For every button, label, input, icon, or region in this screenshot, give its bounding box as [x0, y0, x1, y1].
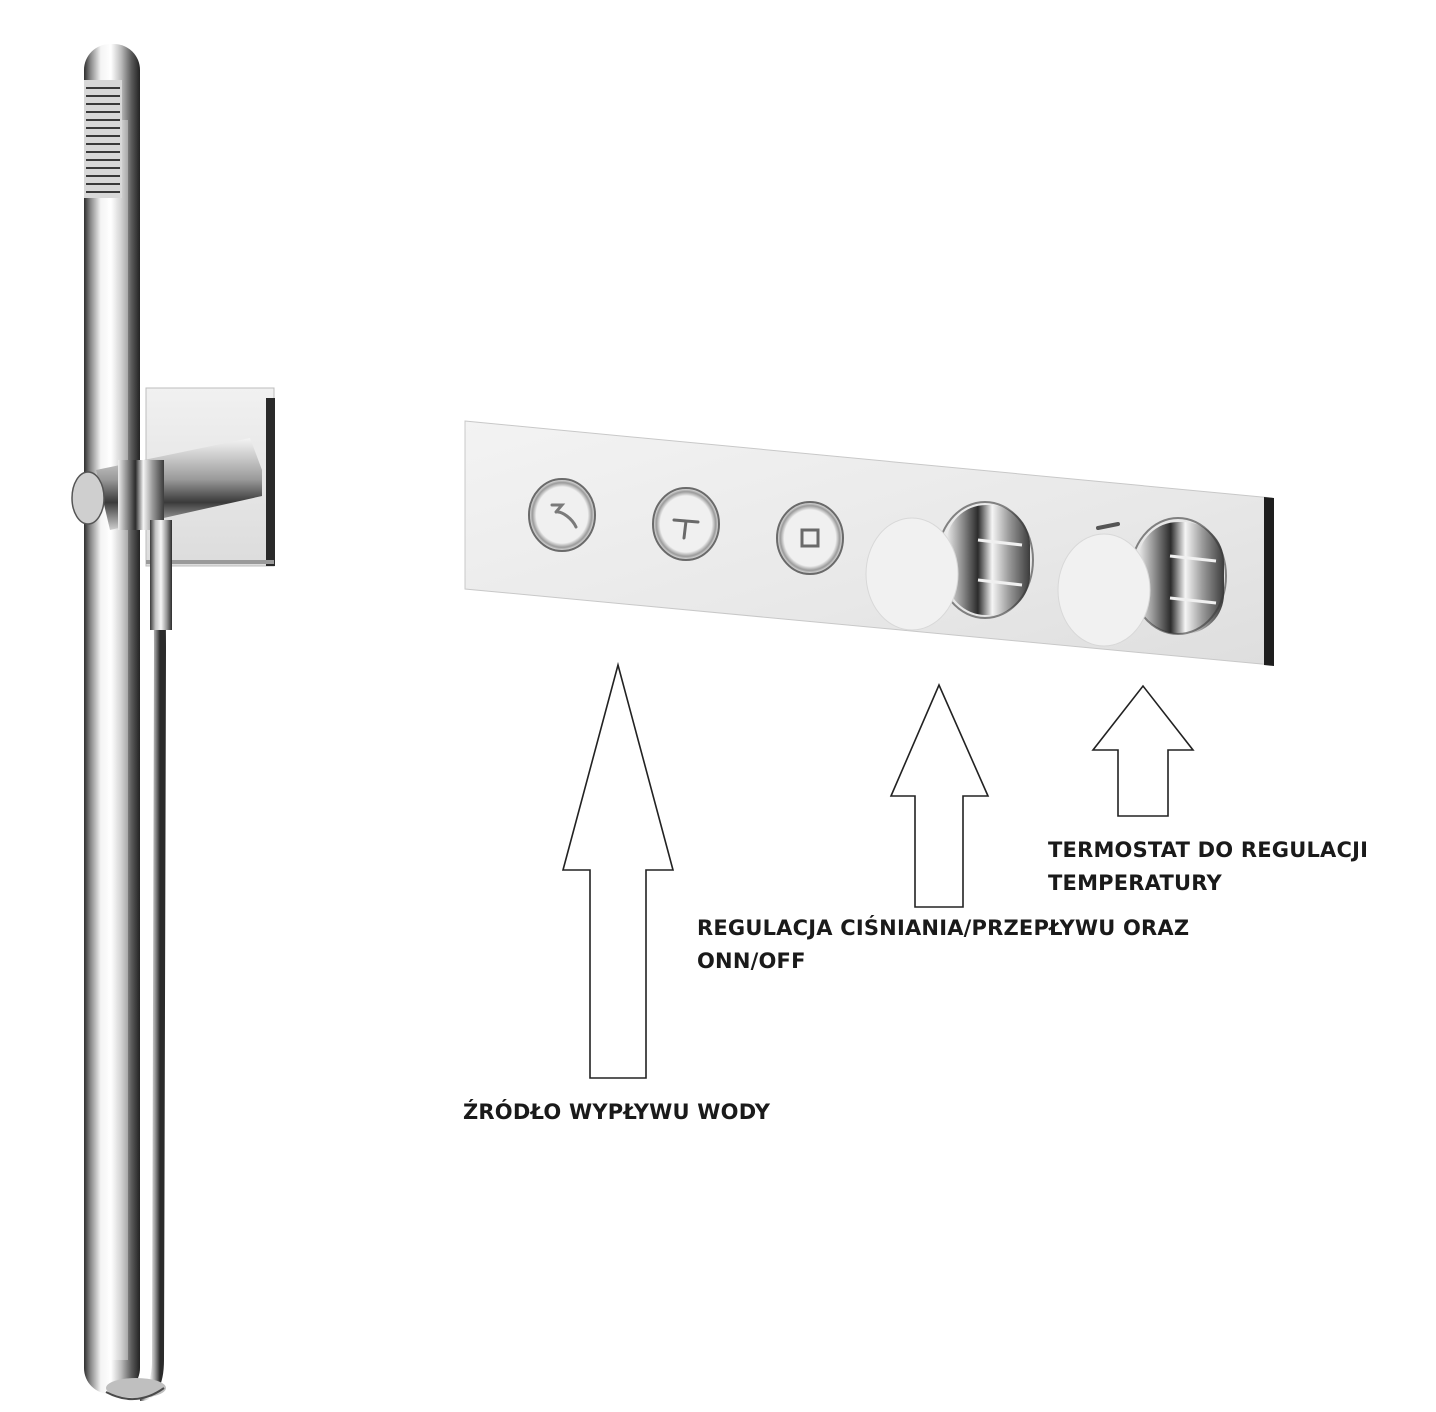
safety-stop-icon	[1096, 522, 1120, 530]
overhead-shower-icon	[672, 518, 700, 540]
flow-control-knob[interactable]	[865, 501, 1034, 631]
shower-hose	[139, 519, 167, 1401]
arrow-water-source	[561, 661, 675, 1079]
shower-handle	[84, 44, 166, 1401]
control-panel	[464, 420, 1274, 666]
tub-icon	[800, 528, 820, 548]
pressure-flow-label: REGULACJA CIŚNIANIA/PRZEPŁYWU ORAZ ONN/O…	[697, 912, 1189, 978]
arrow-thermostat	[1091, 684, 1195, 817]
pressure-flow-label-line2: ONN/OFF	[697, 949, 806, 973]
tub-spout-button[interactable]	[776, 501, 844, 575]
pressure-flow-label-line1: REGULACJA CIŚNIANIA/PRZEPŁYWU ORAZ	[697, 916, 1190, 940]
water-source-label: ŹRÓDŁO WYPŁYWU WODY	[463, 1096, 770, 1129]
holder-arm	[71, 438, 262, 630]
hand-shower-icon	[550, 503, 578, 529]
hand-shower	[71, 44, 275, 1401]
arrow-pressure-flow	[889, 683, 990, 908]
thermostat-label-line2: TEMPERATURY	[1048, 871, 1222, 895]
overhead-shower-button[interactable]	[652, 487, 720, 561]
shower-head-nozzles	[84, 80, 122, 198]
thermostat-label: TERMOSTAT DO REGULACJI TEMPERATURY	[1048, 834, 1368, 900]
thermostat-label-line1: TERMOSTAT DO REGULACJI	[1048, 838, 1369, 862]
hand-shower-button[interactable]	[528, 478, 596, 552]
water-source-label-line1: ŹRÓDŁO WYPŁYWU WODY	[463, 1100, 771, 1124]
thermostat-knob[interactable]	[1057, 517, 1227, 647]
